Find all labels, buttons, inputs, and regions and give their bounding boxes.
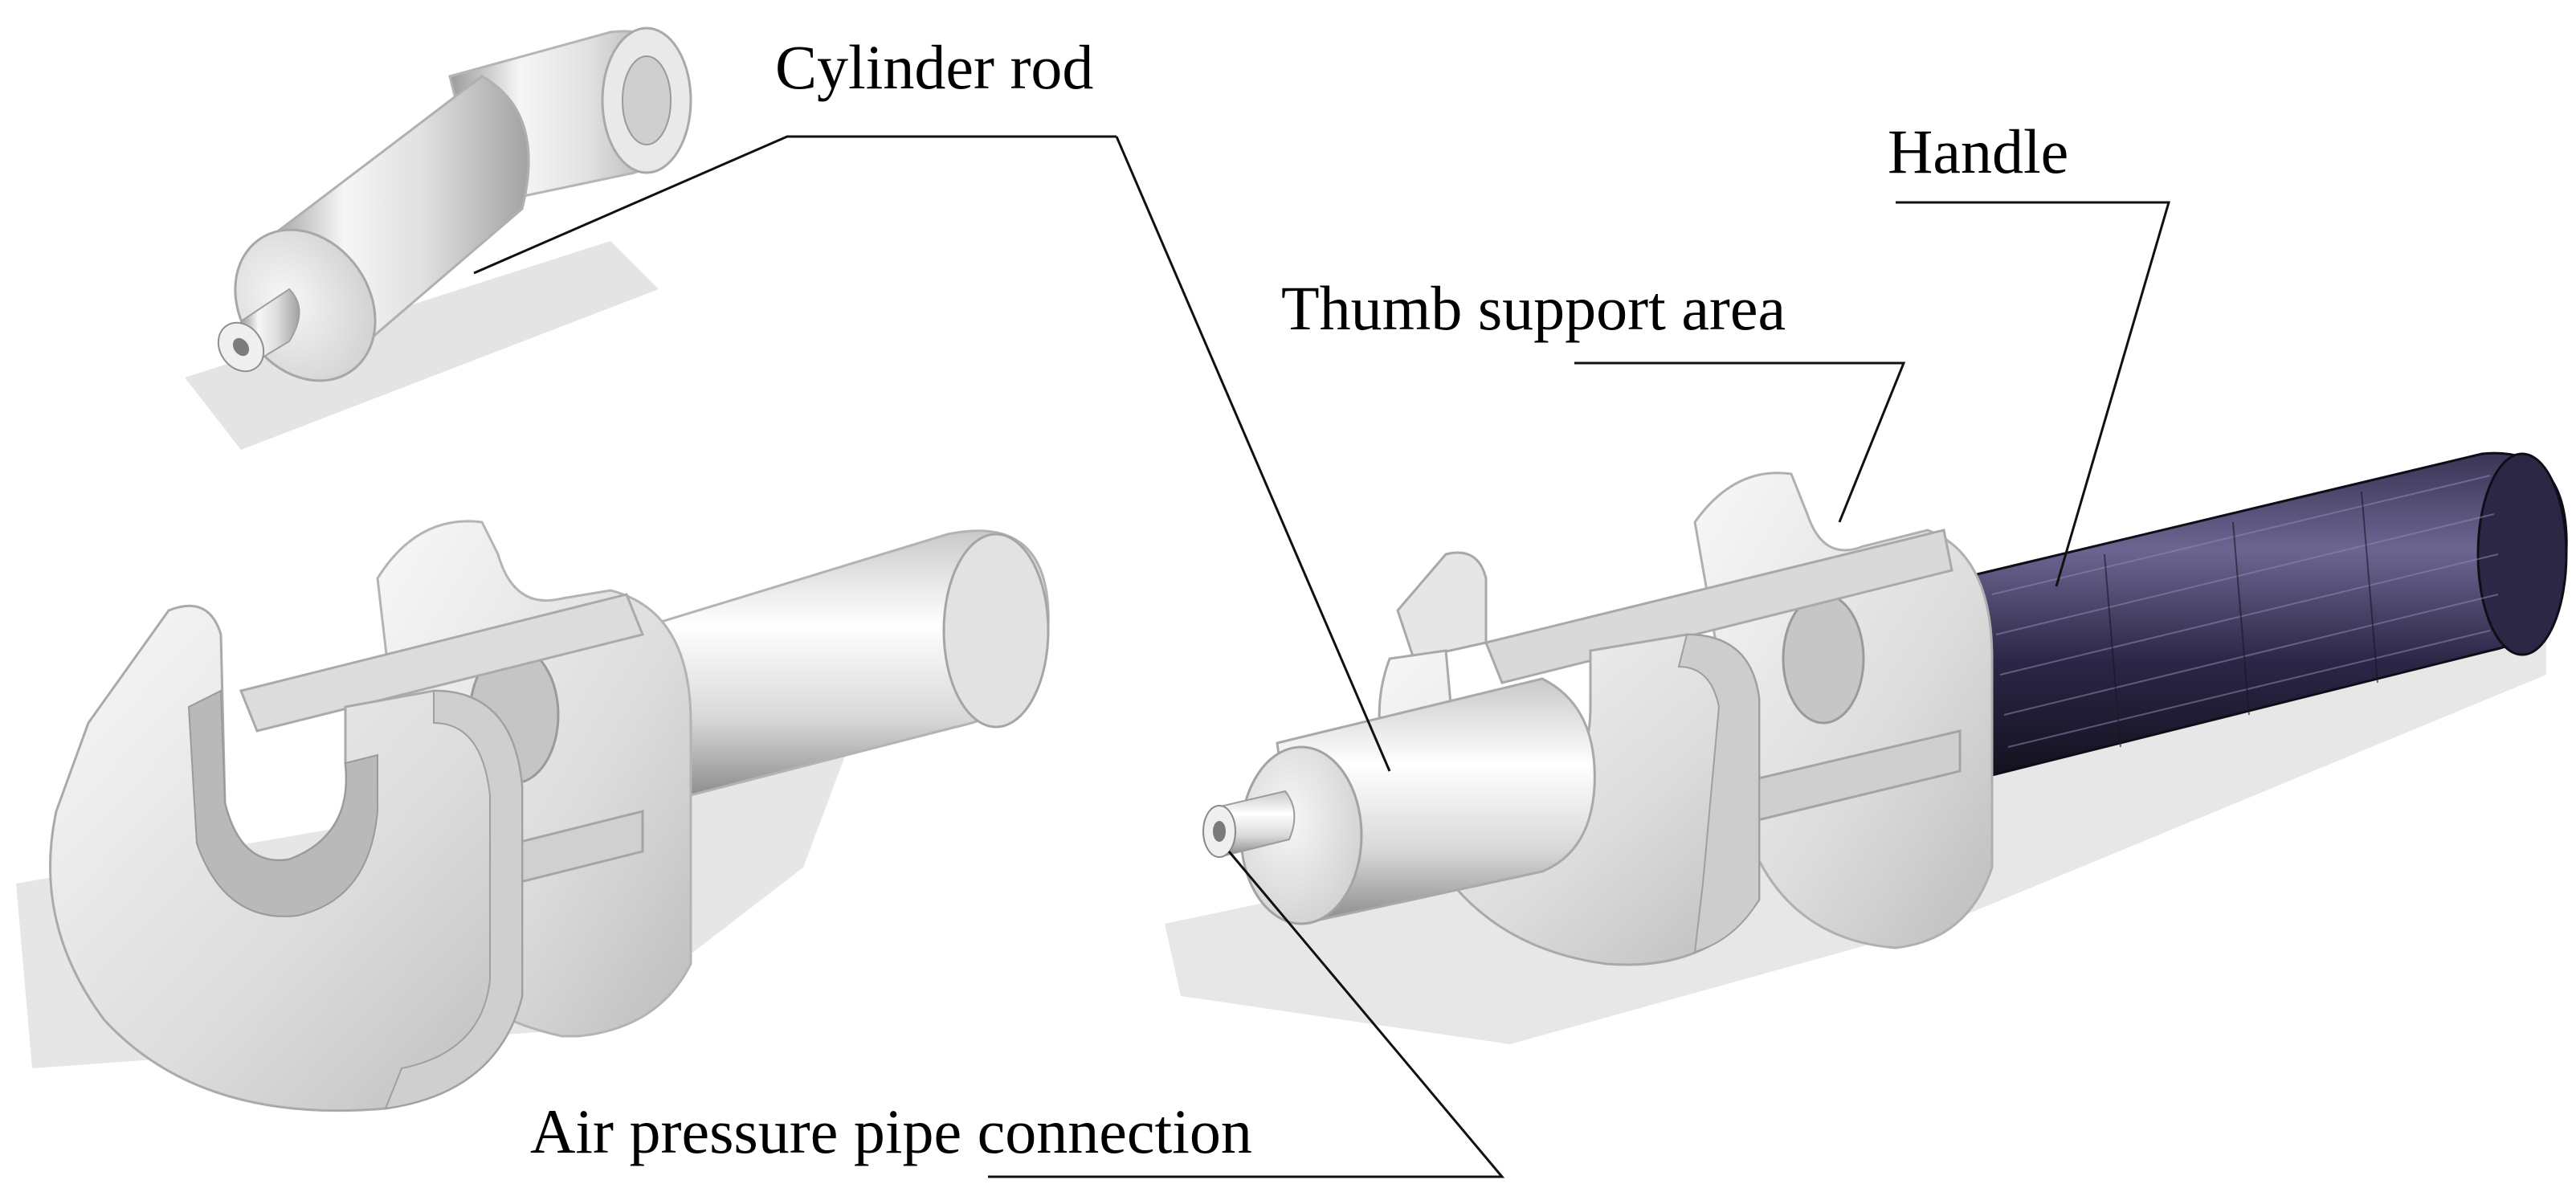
label-air-pressure-pipe-connection: Air pressure pipe connection (530, 1096, 1252, 1166)
cylinder-rod-part (185, 27, 692, 450)
assembled-front-tab (1396, 551, 1488, 660)
handle-leader (1896, 201, 2171, 587)
leader-lines (473, 135, 2171, 1178)
assembled-rod-tip (1215, 790, 1296, 857)
clamp-body-left (16, 520, 1050, 1112)
label-thumb-support-area: Thumb support area (1281, 273, 1786, 343)
handle-end-cap (2476, 452, 2568, 656)
handle-part (1958, 451, 2568, 777)
clamp-left-bridge (239, 593, 645, 733)
clamp-left-hook-slot (187, 689, 378, 917)
cylinder-rod-shadow (185, 241, 659, 450)
cylinder-rod-leader-bottom (1115, 136, 1391, 772)
air-pipe-leader (988, 851, 1505, 1178)
label-cylinder-rod: Cylinder rod (775, 32, 1093, 102)
assembled-device (1165, 451, 2568, 1044)
label-handle: Handle (1888, 116, 2068, 186)
cylinder-rod-leader-top (473, 135, 1117, 275)
thumb-support-leader (1574, 361, 1906, 523)
assembled-cylinder-rod (1202, 677, 1596, 925)
